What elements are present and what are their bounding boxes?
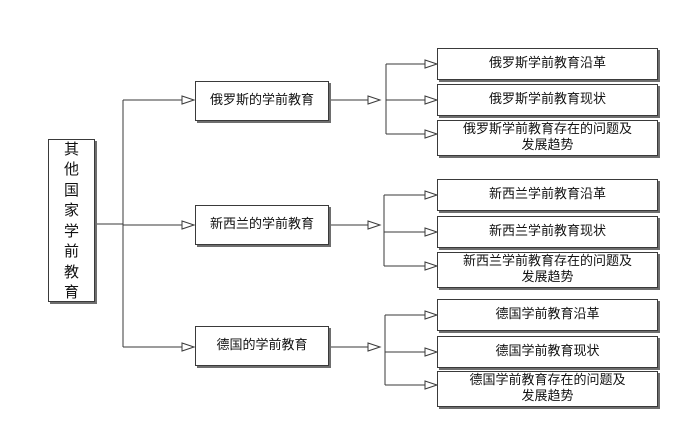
arrowhead (181, 95, 196, 105)
arrowhead (424, 59, 439, 69)
arrowhead (424, 347, 439, 357)
topic-label: 新西兰学前教育存在的问题及 发展趋势 (462, 254, 632, 285)
arrowhead (424, 310, 439, 320)
arrowhead (424, 227, 439, 237)
topic-label: 德国学前教育沿革 (495, 307, 600, 322)
arrowhead (424, 261, 439, 271)
topic-label: 德国学前教育现状 (495, 344, 600, 359)
topic-node-russia-issues: 俄罗斯学前教育存在的问题及 发展趋势 (437, 120, 658, 156)
topic-node-germany-status: 德国学前教育现状 (437, 336, 658, 368)
arrowhead (367, 220, 382, 230)
topic-node-new-zealand-status: 新西兰学前教育现状 (437, 216, 658, 248)
topic-label: 俄罗斯学前教育沿革 (488, 56, 606, 71)
country-node-germany: 德国的学前教育 (195, 326, 329, 366)
topic-node-russia-history: 俄罗斯学前教育沿革 (437, 48, 658, 80)
arrowhead (181, 342, 196, 352)
root-node: 其 他 国 家 学 前 教 育 (48, 139, 95, 302)
arrowhead (424, 380, 439, 390)
root-char: 他 (63, 160, 79, 178)
root-char: 学 (63, 221, 79, 240)
topic-node-new-zealand-history: 新西兰学前教育沿革 (437, 179, 658, 211)
root-char: 教 (63, 262, 79, 281)
country-node-russia: 俄罗斯的学前教育 (195, 81, 329, 121)
arrowhead (424, 95, 439, 105)
topic-label: 俄罗斯学前教育存在的问题及 发展趋势 (462, 122, 632, 153)
arrowhead (424, 129, 439, 139)
country-node-new-zealand: 新西兰的学前教育 (195, 205, 329, 245)
topic-node-germany-issues: 德国学前教育存在的问题及 发展趋势 (437, 371, 658, 407)
arrowhead (181, 220, 196, 230)
country-label: 俄罗斯的学前教育 (209, 93, 314, 108)
root-char: 育 (63, 283, 79, 301)
arrowhead (424, 190, 439, 200)
topic-node-new-zealand-issues: 新西兰学前教育存在的问题及 发展趋势 (437, 252, 658, 288)
root-char: 家 (63, 201, 79, 219)
topic-label: 德国学前教育存在的问题及 发展趋势 (469, 373, 626, 404)
root-char: 其 (63, 139, 79, 158)
arrowhead (367, 342, 382, 352)
arrowhead (367, 95, 382, 105)
topic-label: 新西兰学前教育现状 (488, 224, 606, 239)
topic-label: 俄罗斯学前教育现状 (488, 92, 606, 107)
topic-label: 新西兰学前教育沿革 (488, 187, 606, 202)
topic-node-germany-history: 德国学前教育沿革 (437, 299, 658, 331)
country-label: 德国的学前教育 (216, 338, 308, 353)
topic-node-russia-status: 俄罗斯学前教育现状 (437, 84, 658, 116)
root-char: 国 (63, 180, 79, 199)
country-label: 新西兰的学前教育 (209, 217, 314, 232)
root-char: 前 (63, 242, 79, 260)
